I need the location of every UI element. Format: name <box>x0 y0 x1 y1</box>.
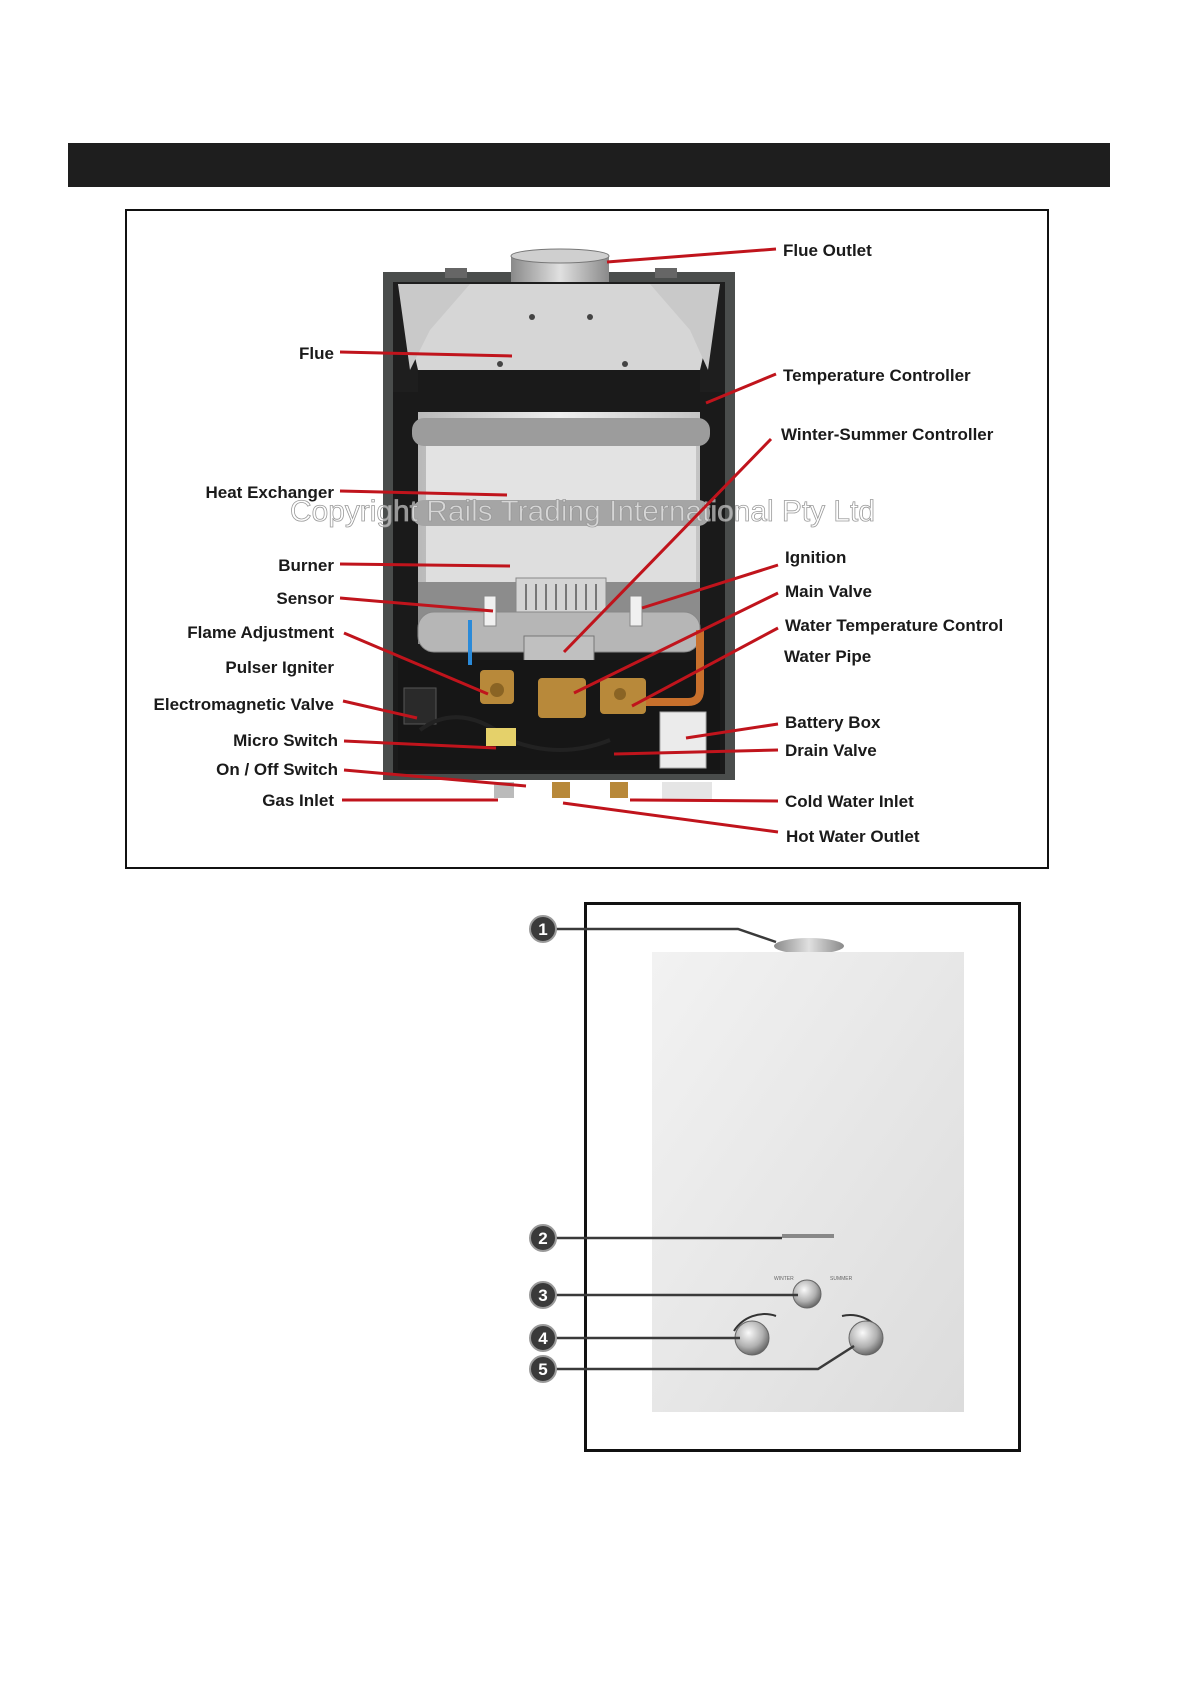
label-water-pipe: Water Pipe <box>784 647 871 666</box>
leader-battery-box <box>685 722 779 740</box>
leader-cold-water-inlet <box>629 798 779 803</box>
label-cold-water-inlet: Cold Water Inlet <box>785 792 914 811</box>
svg-text:WINTER: WINTER <box>774 1276 794 1282</box>
label-winter-summer-controller: Winter-Summer Controller <box>781 425 994 444</box>
label-water-temperature-control: Water Temperature Control <box>785 616 1003 635</box>
label-flame-adjustment: Flame Adjustment <box>187 623 334 642</box>
callout-line-1 <box>556 927 777 944</box>
label-hot-water-outlet: Hot Water Outlet <box>786 827 920 846</box>
heater-internals-illustration <box>383 248 735 800</box>
heater-front-illustration: WINTER SUMMER <box>652 938 964 1412</box>
front-display-strip <box>782 1234 834 1238</box>
svg-text:3: 3 <box>538 1286 547 1305</box>
leader-main-valve <box>573 591 779 695</box>
front-panel <box>652 952 964 1412</box>
callout-3: 3 <box>529 1281 557 1309</box>
svg-text:1: 1 <box>538 920 547 939</box>
label-ignition: Ignition <box>785 548 846 567</box>
micro-switch-part <box>486 728 516 746</box>
leader-electromagnetic-valve <box>342 699 418 720</box>
battery-box-part <box>659 711 707 769</box>
front-flue-outlet <box>774 938 844 954</box>
leader-sensor <box>339 596 494 613</box>
electromagnetic-valve-part <box>403 687 437 725</box>
leader-ignition <box>641 563 779 610</box>
callout-lines <box>556 927 855 1371</box>
leader-winter-summer-controller <box>562 437 773 654</box>
internal-components-panel <box>125 209 1049 869</box>
label-sensor: Sensor <box>276 589 334 608</box>
hot-water-outlet-pipe <box>552 782 570 798</box>
leader-lines <box>339 247 779 834</box>
leader-water-temperature-control <box>631 626 779 708</box>
callout-1: 1 <box>529 915 557 943</box>
section-header-bar <box>68 143 1110 187</box>
label-on-off-switch: On / Off Switch <box>216 760 338 779</box>
label-main-valve: Main Valve <box>785 582 872 601</box>
copyright-watermark: Copyright Rails Trading International Pt… <box>290 495 875 528</box>
label-electromagnetic-valve: Electromagnetic Valve <box>154 695 334 714</box>
label-gas-inlet: Gas Inlet <box>262 791 334 810</box>
leader-heat-exchanger <box>339 489 508 497</box>
leader-flue <box>339 350 513 358</box>
gas-knob <box>734 1320 770 1356</box>
leader-flame-adjustment <box>343 631 489 696</box>
main-valve-brass <box>538 678 586 718</box>
label-micro-switch: Micro Switch <box>233 731 338 750</box>
front-view-panel <box>584 902 1021 1452</box>
leader-temperature-controller <box>705 372 777 405</box>
leader-on-off-switch <box>343 768 527 788</box>
label-temperature-controller: Temperature Controller <box>783 366 971 385</box>
callout-5: 5 <box>529 1355 557 1383</box>
label-flue-outlet: Flue Outlet <box>783 241 872 260</box>
svg-text:5: 5 <box>538 1360 547 1379</box>
label-heat-exchanger: Heat Exchanger <box>206 483 335 502</box>
water-pipe-copper <box>646 630 704 706</box>
callout-4: 4 <box>529 1324 557 1352</box>
svg-text:4: 4 <box>538 1329 548 1348</box>
leader-burner <box>339 562 511 568</box>
flue-hood <box>398 284 720 370</box>
leader-drain-valve <box>613 748 779 756</box>
leader-micro-switch <box>343 739 497 750</box>
label-battery-box: Battery Box <box>785 713 881 732</box>
callout-line-5 <box>556 1344 855 1371</box>
cold-water-inlet-pipe <box>610 782 628 798</box>
leader-flue-outlet <box>606 247 777 264</box>
label-drain-valve: Drain Valve <box>785 741 877 760</box>
leader-hot-water-outlet <box>562 801 779 834</box>
label-flue: Flue <box>299 344 334 363</box>
callout-2: 2 <box>529 1224 557 1252</box>
svg-text:2: 2 <box>538 1229 547 1248</box>
water-knob <box>848 1320 884 1356</box>
svg-text:SUMMER: SUMMER <box>830 1276 853 1282</box>
label-pulser-igniter: Pulser Igniter <box>225 658 334 677</box>
label-burner: Burner <box>278 556 334 575</box>
